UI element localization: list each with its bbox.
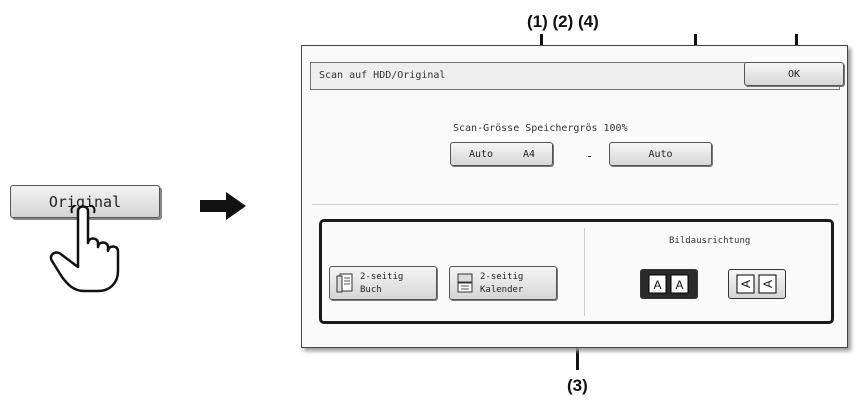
right-arrow-icon — [200, 192, 246, 220]
book-icon — [336, 273, 353, 293]
two-sided-tablet-button[interactable]: 2-seitig Kalender — [449, 266, 557, 300]
scan-size-auto: Auto — [469, 148, 494, 160]
two-sided-book-line2: Buch — [360, 285, 382, 295]
landscape-orientation-icon: A A — [736, 274, 777, 294]
scan-size-label: Scan-Grösse Speichergrös 100% — [453, 123, 628, 134]
pointing-hand-icon — [49, 205, 120, 293]
two-sided-tablet-line1: 2-seitig — [480, 272, 524, 282]
size-separator: - — [586, 149, 594, 163]
section-divider — [312, 204, 839, 205]
orientation-landscape-button[interactable]: A A — [728, 269, 786, 299]
group-separator — [584, 228, 585, 316]
ok-button[interactable]: OK — [744, 62, 844, 86]
panel-title: Scan auf HDD/Original — [319, 70, 446, 81]
portrait-glyph-2: A — [675, 278, 683, 292]
callout-top: (1) (2) (4) — [527, 12, 599, 31]
tablet-icon — [457, 273, 473, 293]
orientation-label: Bildausrichtung — [669, 236, 751, 246]
landscape-glyph-2: A — [761, 280, 775, 288]
callout-bottom: (3) — [567, 376, 588, 395]
scan-size-paper: A4 — [523, 148, 536, 160]
two-sided-book-button[interactable]: 2-seitig Buch — [329, 266, 437, 300]
orientation-portrait-button[interactable]: A A — [640, 269, 698, 299]
scan-size-button[interactable]: Auto A4 — [450, 142, 553, 166]
store-size-button[interactable]: Auto — [609, 142, 712, 166]
two-sided-book-line1: 2-seitig — [360, 272, 404, 282]
portrait-glyph-1: A — [653, 278, 661, 292]
binding-orientation-group: 2-seitig Buch 2-seitig Kalender Bildausr… — [319, 219, 834, 324]
portrait-orientation-icon: A A — [648, 274, 689, 294]
store-size-value: Auto — [648, 148, 673, 160]
two-sided-tablet-line2: Kalender — [480, 285, 524, 295]
landscape-glyph-1: A — [739, 280, 753, 288]
original-settings-panel: Scan auf HDD/Original OK Scan-Grösse Spe… — [301, 45, 848, 348]
